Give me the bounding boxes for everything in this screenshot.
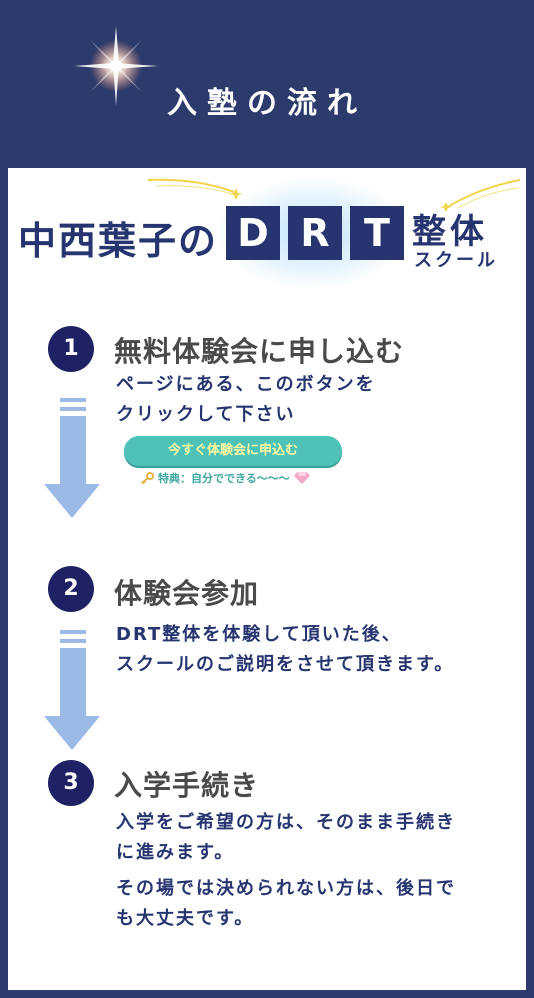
down-arrow-icon <box>44 630 100 750</box>
step-1-number: 1 <box>48 326 94 372</box>
brand-name: 中西葉子の <box>18 219 219 263</box>
comet-icon <box>147 178 243 200</box>
brand-logo: 中西葉子の D R T 整体 スクール <box>8 168 526 288</box>
apply-trial-button[interactable]: 今すぐ体験会に申込む <box>124 436 342 466</box>
brand-school: スクール <box>414 250 498 271</box>
comet-icon <box>440 179 521 212</box>
key-icon <box>141 472 154 484</box>
step-2-title: 体験会参加 <box>114 577 260 610</box>
step-3-number: 3 <box>48 760 94 806</box>
brand-letter-t: T <box>350 206 404 260</box>
step-1-title: 無料体験会に申し込む <box>114 335 405 368</box>
step-2-number: 2 <box>48 566 94 612</box>
gem-icon <box>293 472 310 484</box>
step-2-text: DRT整体を体験して頂いた後、 スクールのご説明をさせて頂きます。 <box>116 624 455 675</box>
sparkle-icon <box>74 26 158 106</box>
page-title: 入塾の流れ <box>167 86 367 121</box>
cta-note: 特典：自分でできる〜〜〜 <box>140 470 340 486</box>
cta-note-text: 特典：自分でできる〜〜〜 <box>158 472 290 485</box>
content-panel: 中西葉子の D R T 整体 スクール 1 無料体験会に申し込む ページにある、… <box>8 168 526 990</box>
step-1-text: ページにある、このボタンを クリックして下さい <box>116 374 376 425</box>
step-3-text-2: その場では決められない方は、後日で も大丈夫です。 <box>116 878 456 929</box>
down-arrow-icon <box>44 398 100 518</box>
step-3-text: 入学をご希望の方は、そのまま手続き に進みます。 <box>116 812 456 863</box>
brand-seitai: 整体 <box>412 212 488 252</box>
section-header: 入塾の流れ <box>0 0 534 168</box>
step-3-title: 入学手続き <box>114 769 260 802</box>
brand-letter-d: D <box>226 206 280 260</box>
brand-letter-r: R <box>288 206 342 260</box>
